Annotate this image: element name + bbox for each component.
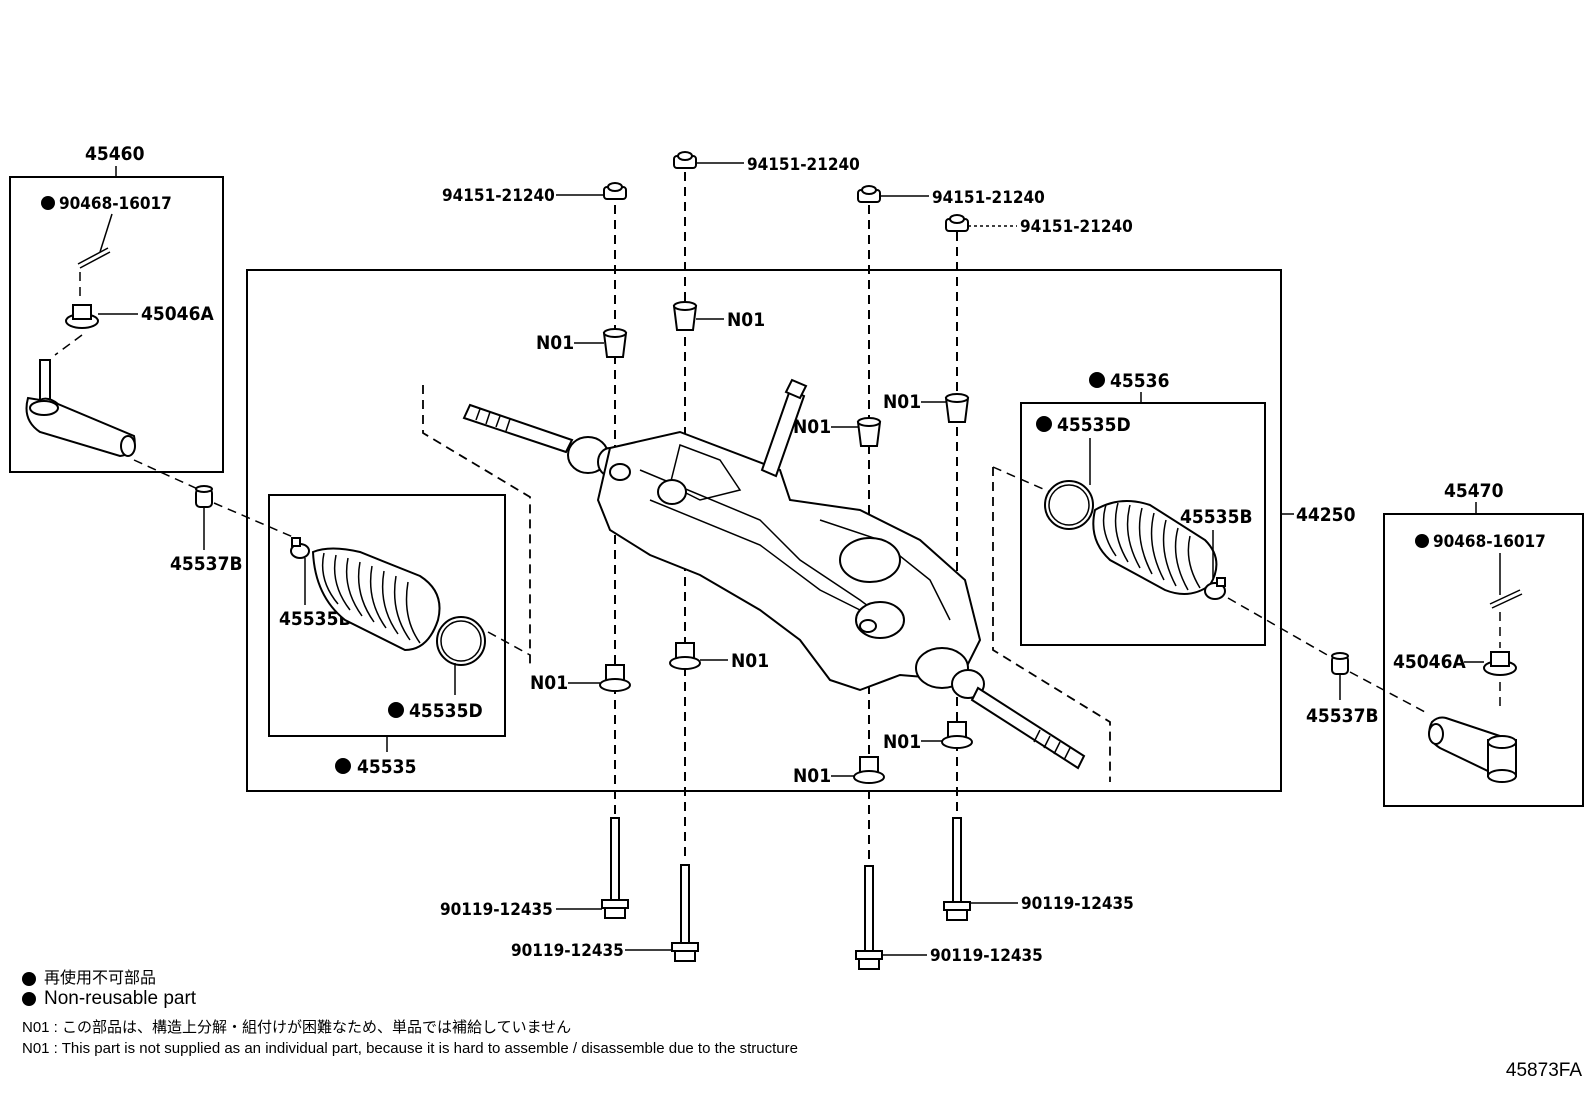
part-label-n01: N01	[727, 309, 765, 331]
part-label-bushing-nut: 94151-21240	[932, 188, 1045, 208]
bushing-icon	[856, 417, 882, 447]
bolt-icon	[943, 817, 971, 921]
part-label-boot-clip: 45535D	[1057, 414, 1131, 436]
part-label-bolt: 90119-12435	[511, 941, 624, 961]
bushing-icon	[944, 393, 970, 423]
bushing-icon	[672, 301, 698, 331]
part-label-nut: 45046A	[1393, 651, 1466, 673]
part-label-n01: N01	[793, 765, 831, 787]
right-boot-kit-box	[1020, 402, 1266, 646]
bushing-icon	[602, 328, 628, 358]
legend-en-text: Non-reusable part	[44, 988, 197, 1009]
part-label-cotter-pin: 90468-16017	[59, 194, 172, 214]
nonreusable-dot	[41, 196, 55, 210]
nonreusable-dot	[335, 758, 351, 774]
cotter-pin-icon	[1489, 589, 1523, 609]
boot-clip-icon	[1044, 480, 1094, 530]
lock-nut-icon	[195, 485, 213, 508]
part-label-lock-nut: 45537B	[170, 553, 243, 575]
group-label-right-tie-rod-end: 45470	[1444, 480, 1504, 502]
group-label-left-boot-kit: 45535	[357, 756, 416, 778]
group-label-right-boot-kit: 45536	[1110, 370, 1169, 392]
part-label-nut: 45046A	[141, 303, 214, 325]
nonreusable-dot	[1415, 534, 1429, 548]
bushing-icon	[853, 756, 885, 784]
part-label-bolt: 90119-12435	[1021, 894, 1134, 914]
nut-icon	[1483, 651, 1517, 676]
part-label-n01: N01	[883, 391, 921, 413]
boot-icon	[311, 547, 441, 652]
part-label-cotter-pin: 90468-16017	[1433, 532, 1546, 552]
part-label-n01: N01	[883, 731, 921, 753]
bolt-icon	[671, 864, 699, 962]
legend-n01-note-jp: N01 : この部品は、構造上分解・組付けが困難なため、単品では補給していません	[22, 1019, 572, 1036]
part-label-bushing-nut: 94151-21240	[1020, 217, 1133, 237]
part-label-n01: N01	[530, 672, 568, 694]
part-label-bushing-nut: 94151-21240	[747, 155, 860, 175]
part-label-n01: N01	[793, 416, 831, 438]
clamp-icon	[1204, 577, 1226, 600]
bushing-nut-icon	[857, 185, 881, 203]
part-label-bushing-nut: 94151-21240	[442, 186, 555, 206]
tie-rod-end-icon	[1428, 716, 1517, 783]
group-label-left-tie-rod-end: 45460	[85, 143, 145, 165]
nonreusable-dot	[22, 971, 36, 986]
part-label-lock-nut: 45537B	[1306, 705, 1379, 727]
bushing-icon	[669, 642, 701, 670]
bolt-icon	[601, 817, 629, 919]
cotter-pin-icon	[77, 247, 111, 269]
part-label-n01: N01	[536, 332, 574, 354]
right-tie-rod-end-box	[1383, 513, 1584, 807]
legend-nonreusable-en: Non-reusable part	[22, 988, 196, 1010]
assembly-label: 44250	[1296, 504, 1356, 526]
part-label-bolt: 90119-12435	[930, 946, 1043, 966]
nonreusable-dot	[1089, 372, 1105, 388]
nonreusable-dot	[388, 702, 404, 718]
part-label-boot-clip: 45535D	[409, 700, 483, 722]
steering-gear-assembly-box	[246, 269, 1282, 792]
legend-nonreusable-jp: 再使用不可部品	[22, 964, 156, 988]
nonreusable-dot	[1036, 416, 1052, 432]
part-label-n01: N01	[731, 650, 769, 672]
bushing-nut-icon	[673, 151, 697, 169]
clamp-icon	[290, 537, 310, 559]
bushing-icon	[599, 664, 631, 692]
bushing-nut-icon	[945, 214, 969, 232]
nonreusable-dot	[22, 991, 36, 1006]
boot-clip-icon	[436, 616, 486, 666]
steering-gear-housing-icon	[462, 378, 1086, 770]
bolt-icon	[855, 865, 883, 970]
part-label-bolt: 90119-12435	[440, 900, 553, 920]
part-label-clamp: 45535B	[279, 608, 352, 630]
part-label-clamp: 45535B	[1180, 506, 1253, 528]
tie-rod-end-icon	[25, 359, 136, 458]
legend-n01-note-en: N01 : This part is not supplied as an in…	[22, 1040, 798, 1057]
figure-id: 45873FA	[1505, 1060, 1582, 1081]
lock-nut-icon	[1331, 652, 1349, 675]
legend-jp-text: 再使用不可部品	[44, 970, 157, 987]
bushing-icon	[941, 721, 973, 749]
bushing-nut-icon	[603, 182, 627, 200]
nut-icon	[65, 304, 99, 329]
